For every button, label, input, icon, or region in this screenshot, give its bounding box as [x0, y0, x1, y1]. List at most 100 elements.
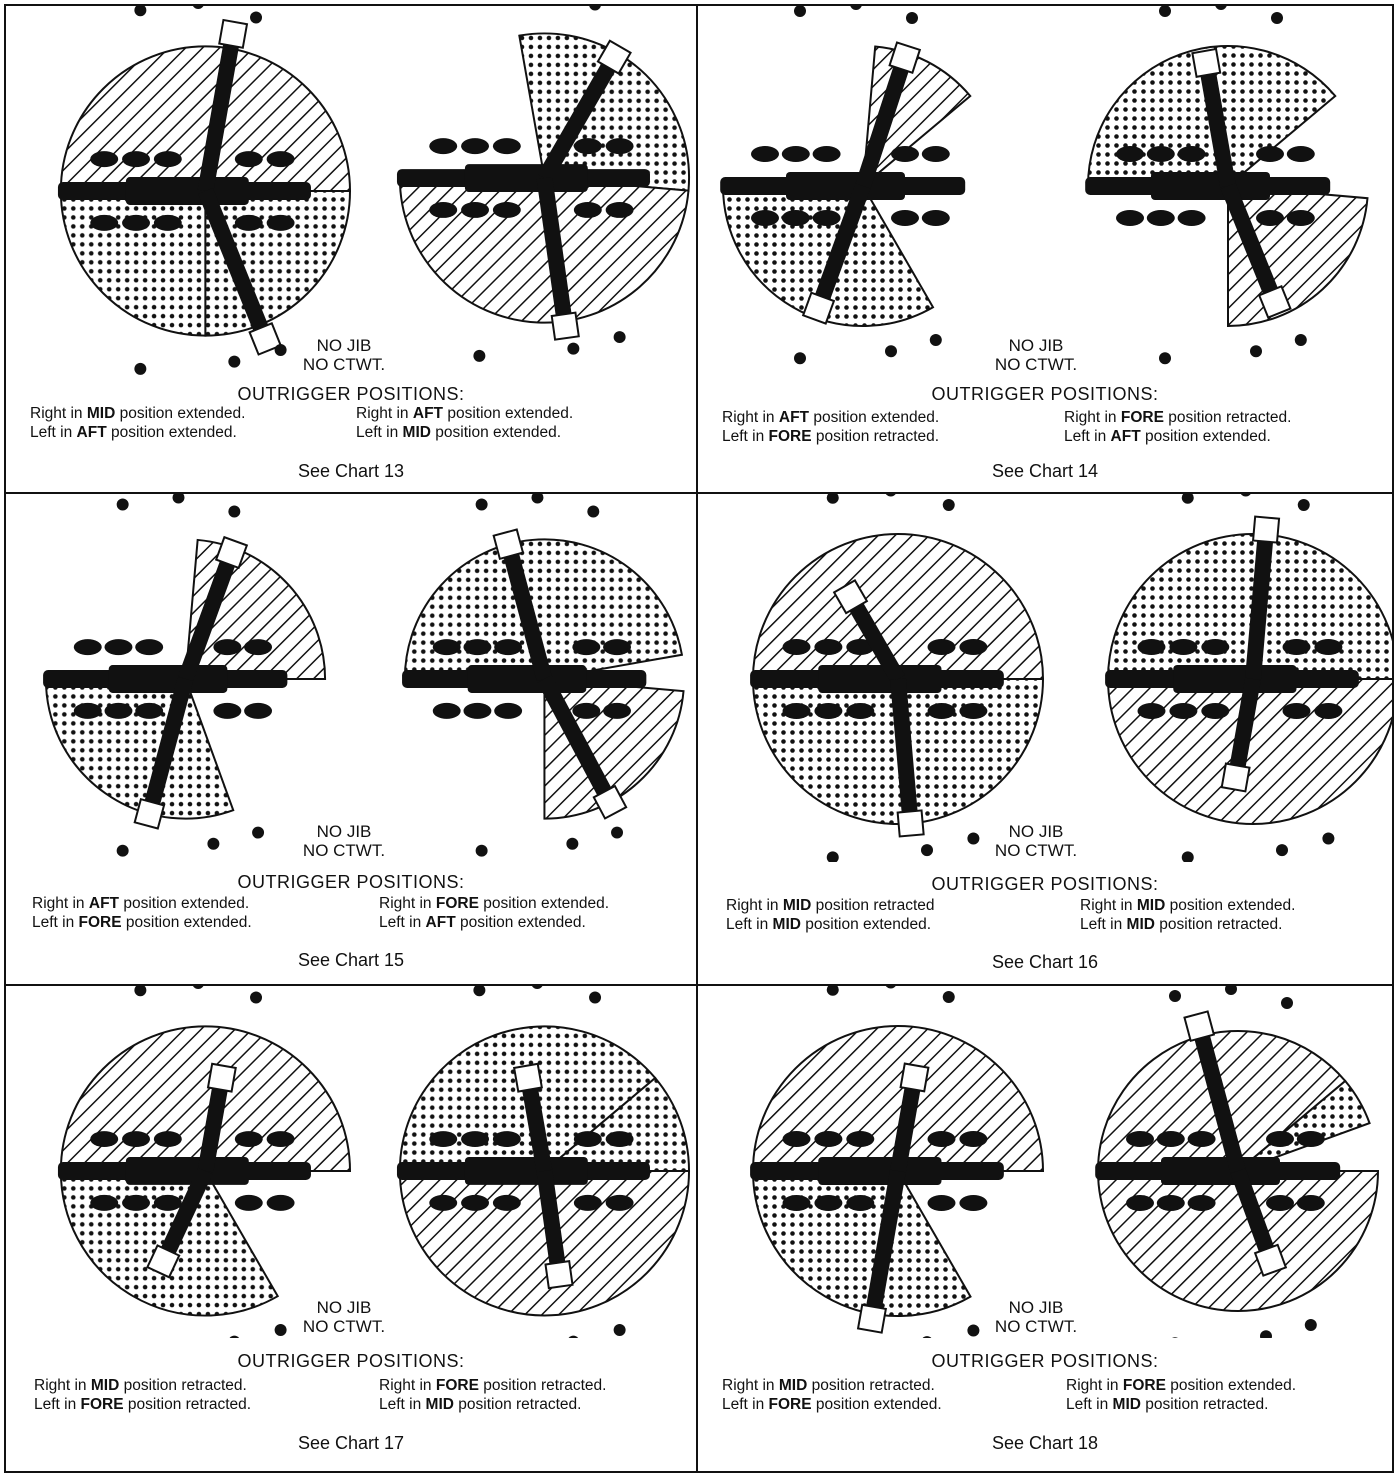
tire: [90, 151, 119, 168]
position-line: Left in AFT position extended.: [30, 424, 237, 441]
marker-dot: [172, 494, 185, 504]
tire: [1116, 210, 1144, 226]
outrigger-beam: [890, 678, 919, 825]
marker-dot: [826, 494, 839, 504]
tire: [153, 1194, 182, 1211]
position-line: Left in MID position retracted.: [1080, 916, 1283, 933]
tire: [751, 210, 779, 226]
tire: [234, 1131, 263, 1148]
outrigger-pad: [1191, 47, 1222, 78]
outrigger-beam: [156, 1167, 213, 1265]
position-line: Left in FORE position retracted.: [722, 428, 940, 445]
no-ctwt-text: NO CTWT.: [302, 355, 386, 374]
marker-dot: [967, 832, 980, 845]
tire: [73, 639, 102, 656]
marker-dot: [566, 837, 579, 850]
marker-dot: [1260, 1330, 1272, 1338]
outrigger-beam: [843, 592, 905, 683]
outrigger-beam: [864, 1169, 906, 1321]
tire: [891, 146, 919, 162]
tire: [1282, 703, 1311, 719]
tire: [266, 1131, 295, 1148]
positions-right-column: Right in FORE position retracted.Left in…: [379, 1376, 606, 1414]
outrigger-beam: [855, 55, 913, 189]
outrigger-pad: [206, 1062, 237, 1093]
tire: [135, 702, 164, 719]
marker-dot: [1159, 6, 1171, 17]
marker-dot: [134, 986, 147, 997]
marker-dot: [885, 986, 896, 989]
crane-diagram: [750, 986, 1045, 1338]
tire: [1187, 1131, 1216, 1147]
positions-right-column: Right in FORE position extended.Left in …: [379, 894, 609, 932]
tire: [959, 639, 988, 655]
marker-dot: [906, 12, 918, 24]
marker-dot: [826, 851, 839, 862]
marker-dot: [1181, 494, 1194, 504]
tire: [605, 1131, 634, 1148]
marker-dot: [1240, 494, 1251, 497]
no-ctwt-text: NO CTWT.: [994, 841, 1078, 860]
tire: [959, 1195, 988, 1211]
tire: [1266, 1195, 1294, 1211]
marker-dot: [1294, 334, 1307, 346]
carrier-deck: [464, 164, 588, 192]
tire: [1296, 1131, 1325, 1147]
marker-dot: [207, 837, 220, 850]
tire: [494, 702, 523, 719]
outrigger-beam: [1220, 183, 1283, 305]
diagram-canvas: [750, 494, 1392, 862]
outrigger-pad: [1183, 1010, 1216, 1043]
outrigger-beam: [890, 1076, 923, 1173]
tire: [1126, 1195, 1154, 1211]
outrigger-pad: [896, 809, 925, 838]
carrier-deck: [1151, 172, 1270, 200]
marker-dot: [531, 494, 544, 504]
carrier-deck: [818, 1157, 942, 1185]
tire: [1266, 1131, 1294, 1147]
outrigger-beam: [1230, 1168, 1279, 1264]
tire: [234, 151, 263, 168]
crane-diagram: [57, 986, 352, 1338]
carrier-deck: [108, 665, 228, 693]
tire: [1177, 210, 1206, 226]
marker-dot: [473, 349, 486, 362]
marker-dot: [1271, 12, 1283, 24]
outrigger-beam: [537, 675, 618, 806]
marker-dot: [1297, 499, 1310, 511]
tire: [494, 639, 523, 656]
marker-dot: [134, 6, 147, 17]
tire: [603, 702, 631, 719]
crane-diagram: [750, 494, 1045, 862]
marker-dot: [1159, 352, 1171, 365]
tire: [234, 1194, 263, 1211]
no-ctwt-text: NO CTWT.: [994, 1317, 1078, 1336]
positions-left-column: Right in MID position retracted.Left in …: [722, 1376, 942, 1414]
marker-dot: [613, 1324, 626, 1336]
tire: [429, 1131, 458, 1148]
tire: [461, 138, 489, 155]
outrigger-positions-title: OUTRIGGER POSITIONS:: [237, 384, 465, 404]
tire: [1137, 703, 1166, 719]
tire: [573, 138, 602, 155]
tire: [605, 138, 634, 155]
positions-right-column: Right in FORE position extended.Left in …: [1066, 1376, 1296, 1414]
position-line: Left in FORE position extended.: [32, 914, 252, 931]
tire: [891, 210, 919, 226]
outrigger-beam: [177, 549, 240, 682]
crane-diagram: [396, 986, 691, 1338]
marker-dot: [942, 499, 955, 511]
tire: [90, 214, 119, 231]
marker-dot: [274, 1324, 287, 1336]
tire: [927, 1131, 956, 1147]
tire: [1187, 1195, 1216, 1211]
crane-diagram: [720, 6, 972, 365]
tire: [213, 639, 242, 656]
outrigger-beam: [1191, 1024, 1246, 1174]
marker-dot: [192, 6, 204, 10]
tire: [90, 1194, 119, 1211]
